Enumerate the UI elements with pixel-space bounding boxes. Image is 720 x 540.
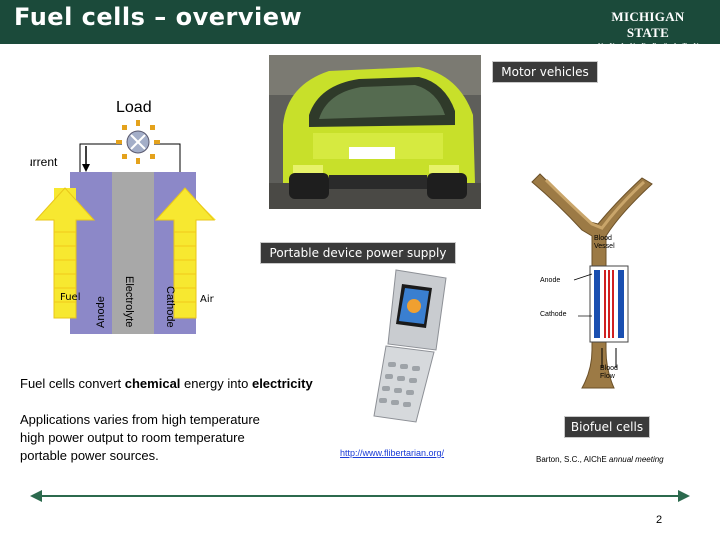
biofuel-vessel-diagram: Blood Vessel Anode Cathode Blood Flow (506, 170, 666, 390)
blood-flow-label-2: Flow (600, 373, 616, 380)
citation-italic: annual meeting (608, 455, 664, 464)
title-bar: Fuel cells – overview MICHIGAN STATE UNI… (0, 0, 720, 50)
portable-device-caption: Portable device power supply (260, 242, 456, 264)
current-label: current (30, 155, 58, 169)
chem-prefix: Fuel cells convert (20, 376, 125, 391)
air-arrow (154, 187, 216, 319)
source-link[interactable]: http://www.flibertarian.org/ (340, 448, 445, 458)
car-illustration (269, 55, 481, 209)
chemical-energy-statement: Fuel cells convert chemical energy into … (20, 376, 313, 391)
logo-line-1: MICHIGAN STATE (611, 9, 685, 40)
chem-middle: energy into (180, 376, 252, 391)
anode-label: Anode (95, 296, 107, 328)
applications-paragraph: Applications varies from high temperatur… (20, 411, 260, 465)
biofuel-cells-caption: Biofuel cells (564, 416, 650, 438)
chem-bold-electricity: electricity (251, 376, 313, 391)
electrolyte-layer (112, 172, 154, 334)
blood-vessel-label-2: Vessel (594, 243, 615, 250)
phone-photo (366, 266, 450, 426)
apps-line-3: portable power sources. (20, 448, 159, 463)
apps-line-1: Applications varies from high temperatur… (20, 412, 260, 427)
vessel-schematic: Blood Vessel Anode Cathode Blood Flow (531, 173, 653, 389)
timeline-arrow (30, 488, 690, 504)
citation-main: Barton, S.C., AIChE (536, 455, 609, 464)
air-label: Air (200, 294, 215, 305)
fuel-cell-schematic: Load current (20, 99, 216, 334)
vessel-cathode-label: Cathode (540, 311, 567, 318)
university-logo: MICHIGAN STATE UNIVERSITY (598, 9, 705, 50)
apps-line-2: high power output to room temperature (20, 430, 245, 445)
lamp-icon (116, 120, 160, 164)
motor-vehicles-caption: Motor vehicles (492, 61, 598, 83)
fuel-arrow (34, 187, 96, 319)
blood-flow-label-1: Blood (600, 365, 618, 372)
load-label: Load (116, 99, 152, 116)
citation: Barton, S.C., AIChE annual meeting (536, 455, 664, 464)
vessel-anode-label: Anode (540, 277, 560, 284)
chem-bold-chemical: chemical (124, 376, 181, 391)
electrolyte-label: Electrolyte (123, 276, 135, 327)
logo-line-2: UNIVERSITY (598, 42, 705, 50)
car-photo (269, 55, 481, 209)
slide-title: Fuel cells – overview (14, 3, 303, 31)
flip-phone-illustration (373, 269, 447, 423)
double-arrow-icon (30, 490, 690, 502)
anode-electrode (70, 172, 112, 334)
fuel-label: Fuel (60, 292, 80, 303)
fuel-cell-diagram: Load current (20, 96, 270, 340)
cathode-label: Cathode (164, 286, 176, 328)
page-number: 2 (656, 514, 663, 526)
blood-vessel-label-1: Blood (594, 235, 612, 242)
